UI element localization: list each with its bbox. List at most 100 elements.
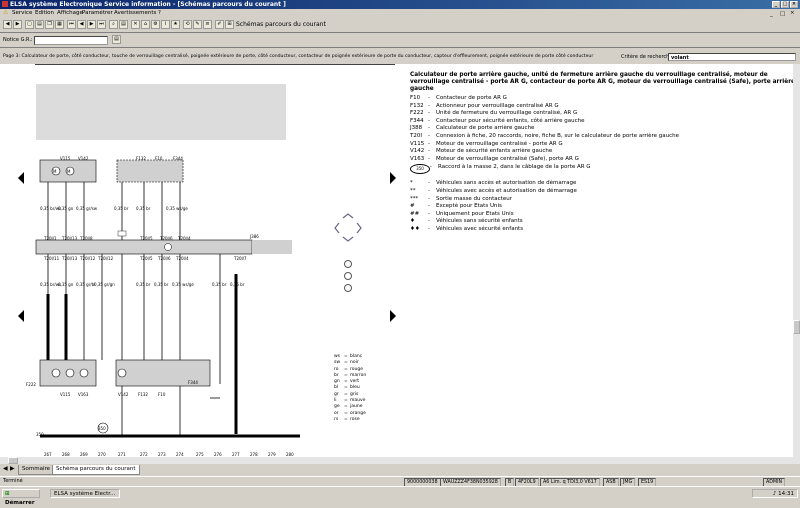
settings-icon[interactable]: ⚙: [151, 20, 160, 29]
diagram-icon[interactable]: ⊞: [225, 20, 234, 29]
menu-bar: ⚠ Service Edition Affichage Paramétrer A…: [0, 9, 800, 18]
criteria-label: Critère de recherche: [621, 54, 673, 60]
ground-350-label: 350: [98, 426, 106, 431]
search-icon[interactable]: ⌕: [109, 20, 118, 29]
zoom-controls[interactable]: [344, 260, 352, 292]
scroll-right-arrow-2[interactable]: [390, 310, 396, 322]
pan-control[interactable]: [334, 213, 362, 242]
maximize-button[interactable]: □: [781, 1, 789, 8]
minimize-button[interactable]: _: [772, 1, 780, 8]
svg-text:T20I/5: T20I/5: [139, 256, 153, 261]
svg-text:0,35 gr/sw: 0,35 gr/sw: [76, 206, 98, 211]
last-page-icon[interactable]: ⏭: [97, 20, 106, 29]
menu-service[interactable]: Service: [12, 10, 33, 16]
edit-icon[interactable]: ✎: [193, 20, 202, 29]
new-document-icon[interactable]: ▢: [25, 20, 34, 29]
svg-text:350: 350: [36, 432, 44, 437]
home-icon[interactable]: ⌂: [141, 20, 150, 29]
tab-schema[interactable]: Schéma parcours du courant: [52, 465, 140, 475]
svg-text:0,35 br: 0,35 br: [136, 282, 151, 287]
criteria-select[interactable]: volant: [668, 53, 796, 61]
svg-text:M: M: [67, 169, 71, 174]
diagram-label-v115-top: V115: [60, 156, 71, 161]
warning-icon: ⚠: [3, 9, 9, 16]
svg-text:268: 268: [62, 452, 70, 457]
tab-scroll-right-icon[interactable]: ▶: [10, 465, 15, 472]
list-icon[interactable]: ≡: [203, 20, 212, 29]
svg-text:0,35 br: 0,35 br: [212, 282, 227, 287]
scroll-right-arrow[interactable]: [390, 172, 396, 184]
page-info-row: Page 3: Calculateur de porte, côté condu…: [0, 51, 800, 64]
stop-icon[interactable]: ✕: [131, 20, 140, 29]
svg-text:0,35 ws/ge: 0,35 ws/ge: [166, 206, 188, 211]
first-page-icon[interactable]: ⏮: [67, 20, 76, 29]
menu-parametrer[interactable]: Paramétrer: [82, 10, 113, 16]
toolbar-title: Schémas parcours du courant: [236, 21, 326, 28]
diagram-legend: Calculateur de porte arrière gauche, uni…: [410, 72, 795, 232]
title-bar: ELSA système Electronique Service inform…: [0, 0, 800, 9]
mdi-minimize-icon[interactable]: _: [770, 11, 773, 17]
svg-text:0,35 gr/gn: 0,35 gr/gn: [94, 282, 115, 287]
svg-text:0,35 br: 0,35 br: [154, 282, 169, 287]
notes-icon[interactable]: ✐: [215, 20, 224, 29]
svg-text:F132: F132: [136, 156, 146, 161]
menu-avertissements[interactable]: Avertissements: [114, 10, 157, 16]
mdi-close-icon[interactable]: ×: [790, 10, 795, 16]
svg-text:V163: V163: [78, 392, 89, 397]
tab-bar: ◀ ▶ Sommaire Schéma parcours du courant: [0, 465, 800, 475]
svg-text:T20I/12: T20I/12: [79, 256, 96, 261]
svg-text:273: 273: [158, 452, 166, 457]
menu-edition[interactable]: Edition: [35, 10, 55, 16]
vertical-scroll-thumb[interactable]: [793, 320, 800, 334]
info-icon[interactable]: ⅰ: [161, 20, 170, 29]
tab-scroll-left-icon[interactable]: ◀: [3, 465, 8, 472]
svg-text:275: 275: [196, 452, 204, 457]
svg-text:278: 278: [250, 452, 258, 457]
svg-text:0,35 gn: 0,35 gn: [58, 206, 74, 211]
svg-text:272: 272: [140, 452, 148, 457]
back-icon[interactable]: ◀: [3, 20, 12, 29]
speaker-icon[interactable]: ♪: [772, 491, 777, 497]
status-bar: Terminé 9000000038 WAUZZZ4F38N035928 B 4…: [0, 476, 800, 487]
favorites-icon[interactable]: ★: [171, 20, 180, 29]
menu-affichage[interactable]: Affichage: [57, 10, 83, 16]
svg-text:280: 280: [286, 452, 294, 457]
next-page-icon[interactable]: ▶: [87, 20, 96, 29]
svg-text:T20I/12: T20I/12: [97, 256, 114, 261]
j386-label: J386: [249, 234, 259, 239]
previous-page-icon[interactable]: ◀: [77, 20, 86, 29]
notice-go-icon[interactable]: ▤: [112, 35, 121, 44]
horizontal-scrollbar[interactable]: [0, 457, 800, 464]
mdi-restore-icon[interactable]: □: [780, 11, 786, 17]
scroll-left-arrow-2[interactable]: [18, 310, 24, 322]
svg-text:276: 276: [214, 452, 222, 457]
horizontal-scroll-thumb[interactable]: [8, 457, 18, 464]
svg-text:T20I/4: T20I/4: [177, 236, 191, 241]
open-document-icon[interactable]: ▤: [35, 20, 44, 29]
svg-text:267: 267: [44, 452, 52, 457]
vertical-scrollbar[interactable]: [793, 64, 800, 457]
start-label: Démarrer: [5, 500, 35, 506]
svg-text:T20I/6: T20I/6: [157, 256, 171, 261]
page-label: Page 3: Calculateur de porte, côté condu…: [3, 54, 594, 59]
forward-icon[interactable]: ▶: [13, 20, 22, 29]
svg-text:0,35 br/ws: 0,35 br/ws: [40, 282, 61, 287]
close-button[interactable]: ×: [790, 1, 798, 8]
notice-label: Notice G.R.:: [3, 37, 33, 43]
taskbar-app-button[interactable]: ELSA système Electr...: [50, 489, 120, 498]
copy-icon[interactable]: ❐: [45, 20, 54, 29]
svg-text:T20I/7: T20I/7: [233, 256, 247, 261]
print-icon[interactable]: ▦: [55, 20, 64, 29]
history-icon[interactable]: ⟲: [183, 20, 192, 29]
svg-text:F10: F10: [155, 156, 163, 161]
tab-sommaire[interactable]: Sommaire: [18, 465, 54, 475]
scroll-left-arrow[interactable]: [18, 172, 24, 184]
svg-text:T20I/1: T20I/1: [43, 236, 57, 241]
document-icon[interactable]: ▤: [119, 20, 128, 29]
toolbar: ◀ ▶ ▢ ▤ ❐ ▦ ⏮ ◀ ▶ ⏭ ⌕ ▤ ✕ ⌂ ⚙ ⅰ ★ ⟲ ✎ ≡ …: [0, 18, 800, 33]
menu-help[interactable]: ?: [158, 10, 161, 16]
start-button[interactable]: ⊞ Démarrer: [2, 489, 40, 506]
notice-input[interactable]: [34, 36, 108, 45]
